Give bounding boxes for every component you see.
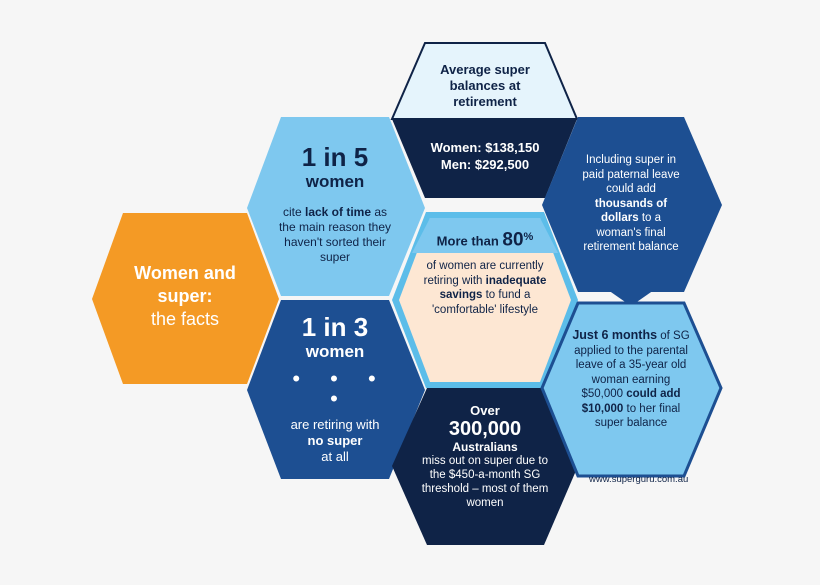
- savings-bold: inadequate savings: [439, 274, 547, 302]
- paternal-pre: Including super in paid paternal leave c…: [582, 154, 680, 195]
- title-hexagon: [92, 213, 279, 384]
- threshold-body: miss out on super due to the $450-a-mont…: [421, 455, 549, 509]
- savings-figure: 80: [502, 229, 524, 251]
- threshold-hexagon: [392, 388, 578, 545]
- parental-text: Just 6 months of SG applied to the paren…: [570, 328, 692, 431]
- parental-post: to her final super balance: [594, 402, 681, 430]
- balances-values: Women: $138,150 Men: $292,500: [410, 139, 560, 173]
- savings-post: to fund a 'comfortable' lifestyle: [431, 289, 538, 316]
- paternal-hexagon: [542, 117, 722, 292]
- savings-lead: More than 80%: [412, 225, 558, 253]
- source-url[interactable]: www.superguru.com.au: [589, 474, 689, 485]
- women-balance: Women: $138,150: [430, 140, 540, 155]
- connector-arrow: [608, 284, 654, 306]
- savings-hexagon-header: [412, 218, 558, 253]
- paternal-bold: thousands of dollars: [594, 197, 668, 225]
- lack-of-time-hexagon: [247, 117, 425, 296]
- savings-pre: of women are currently retiring with: [423, 260, 544, 287]
- parental-bold-1: Just 6 months: [572, 328, 658, 342]
- lack-of-time-subject: women: [305, 172, 365, 191]
- lack-of-time-pre: cite: [282, 205, 305, 219]
- no-super-text: 1 in 3 women • • • • are retiring with n…: [273, 313, 397, 465]
- savings-lead-text: More than: [436, 233, 503, 249]
- threshold-subject: Australians: [452, 440, 518, 454]
- title-line-1: Women and: [134, 263, 236, 283]
- parental-mid: of SG applied to the parental leave of a…: [574, 330, 690, 400]
- no-super-line-3: at all: [321, 449, 349, 464]
- lack-of-time-text: 1 in 5 women cite lack of time as the ma…: [273, 143, 397, 265]
- title-line-2: super:: [157, 286, 213, 306]
- men-balance: Men: $292,500: [440, 157, 530, 172]
- parental-hexagon: [540, 301, 723, 478]
- lack-of-time-bold: lack of time: [304, 205, 372, 219]
- savings-unit: %: [523, 231, 534, 243]
- savings-body: of women are currently retiring with ina…: [418, 259, 552, 317]
- lack-of-time-stat: 1 in 5: [301, 142, 369, 172]
- balances-hexagon-bottom: [392, 119, 577, 198]
- no-super-subject: women: [305, 342, 365, 361]
- parental-bold-2: could add $10,000: [581, 388, 681, 415]
- no-super-line-1: are retiring with: [290, 417, 380, 432]
- no-super-bold: no super: [307, 433, 363, 448]
- no-super-hexagon: [247, 300, 425, 479]
- paternal-post: to a woman's final retirement balance: [583, 212, 679, 253]
- balances-heading: Average super balances at retirement: [440, 62, 530, 109]
- savings-hexagon: [399, 218, 571, 382]
- dots-divider: • • • •: [292, 366, 388, 411]
- no-super-stat: 1 in 3: [301, 312, 369, 342]
- threshold-prefix: Over: [470, 403, 500, 418]
- threshold-text: Over 300,000 Australians miss out on sup…: [418, 403, 552, 510]
- title-line-3: the facts: [150, 309, 220, 329]
- paternal-text: Including super in paid paternal leave c…: [578, 153, 684, 255]
- threshold-figure: 300,000: [448, 418, 522, 440]
- title-text: Women and super: the facts: [100, 262, 270, 331]
- lack-of-time-post: as the main reason they haven't sorted t…: [278, 205, 392, 264]
